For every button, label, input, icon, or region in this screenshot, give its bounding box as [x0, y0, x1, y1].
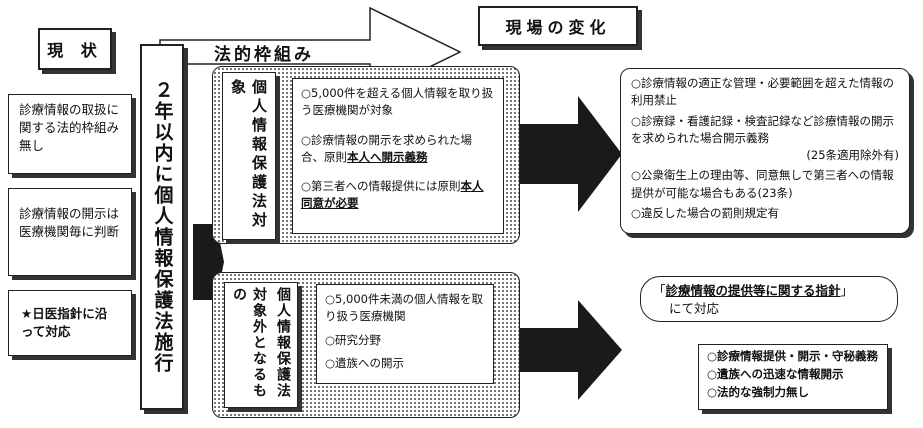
upper-changes-box: ○診療情報の適正な管理・必要範囲を超えた情報の利用禁止 ○診療録・看護記録・検査…: [620, 68, 910, 234]
upper-condition-1: ○5,000件を超える個人情報を取り扱う医療機関が対象: [301, 86, 494, 118]
upper-change-1: ○診療情報の適正な管理・必要範囲を超えた情報の利用禁止: [631, 76, 895, 108]
arrow-lower-right: [520, 300, 622, 400]
lower-label-box: 個人情報保護法 対象外となるもの: [224, 282, 298, 408]
current-item-1-text: 診療情報の取扱に関する法的枠組み無し: [19, 102, 120, 154]
guideline-item-1: ○診療情報提供・開示・守秘義務: [707, 349, 879, 363]
guideline-item-3: ○法的な強制力無し: [707, 384, 810, 399]
vertical-title: ２年以内に個人情報保護法施行: [151, 80, 174, 374]
current-item-2-text: 診療情報の開示は医療機関毎に判断: [19, 206, 120, 240]
upper-conditions-box: ○5,000件を超える個人情報を取り扱う医療機関が対象 ○診療情報の開示を求めら…: [292, 78, 504, 234]
legal-framework-label: 法的枠組み: [214, 45, 314, 65]
upper-change-3: ○公衆衛生上の理由等、同意無しで第三者への情報提供が可能な場合もある(23条): [631, 168, 894, 200]
lower-condition-3: ○遺族への開示: [325, 355, 405, 370]
lower-condition-2: ○研究分野: [325, 332, 382, 347]
current-item-2: 診療情報の開示は医療機関毎に判断: [8, 188, 132, 276]
guideline-title-line: 「診療情報の提供等に関する指針」: [653, 283, 854, 298]
vertical-title-box: ２年以内に個人情報保護法施行: [140, 44, 184, 410]
guideline-suffix: にて対応: [669, 301, 720, 317]
lower-condition-1: ○5,000件未満の個人情報を取り扱う医療機関: [325, 292, 483, 324]
upper-condition-3: ○第三者への情報提供には原則本人同意が必要: [301, 179, 484, 211]
upper-label: 個人情報保護法対象: [229, 79, 268, 231]
current-heading: 現 状: [38, 28, 112, 70]
guideline-item-2: ○遺族への迅速な情報開示: [707, 366, 844, 381]
upper-condition-2: ○診療情報の開示を求められた場合、原則本人へ開示義務: [301, 132, 473, 164]
upper-condition-3-emph: 本人同意が必要: [301, 179, 484, 211]
lower-label-col2: 個人情報保護法: [275, 287, 291, 399]
current-item-1: 診療情報の取扱に関する法的枠組み無し: [8, 94, 132, 174]
guideline-box: 「診療情報の提供等に関する指針」 にて対応: [640, 276, 898, 322]
upper-label-box: 個人情報保護法対象: [222, 72, 276, 240]
current-item-3: ★日医指針に沿って対応: [8, 290, 132, 356]
site-change-label: 現場の変化: [478, 6, 638, 46]
upper-change-2: ○診療録・看護記録・検査記録など診療情報の開示を求められた場合開示義務: [631, 113, 895, 145]
current-item-3-text: ★日医指針に沿って対応: [21, 306, 108, 340]
upper-change-2-note: (25条適用除外有): [806, 148, 899, 162]
arrow-upper-right: [520, 96, 622, 212]
upper-change-4: ○違反した場合の罰則規定有: [631, 205, 780, 220]
guideline-items-box: ○診療情報提供・開示・守秘義務 ○遺族への迅速な情報開示 ○法的な強制力無し: [698, 344, 888, 410]
guideline-title: 診療情報の提供等に関する指針: [665, 283, 841, 298]
upper-condition-2-emph: 本人へ開示義務: [347, 149, 428, 164]
lower-label-col1: 対象外となるもの: [231, 287, 267, 399]
lower-conditions-box: ○5,000件未満の個人情報を取り扱う医療機関 ○研究分野 ○遺族への開示: [316, 284, 494, 384]
